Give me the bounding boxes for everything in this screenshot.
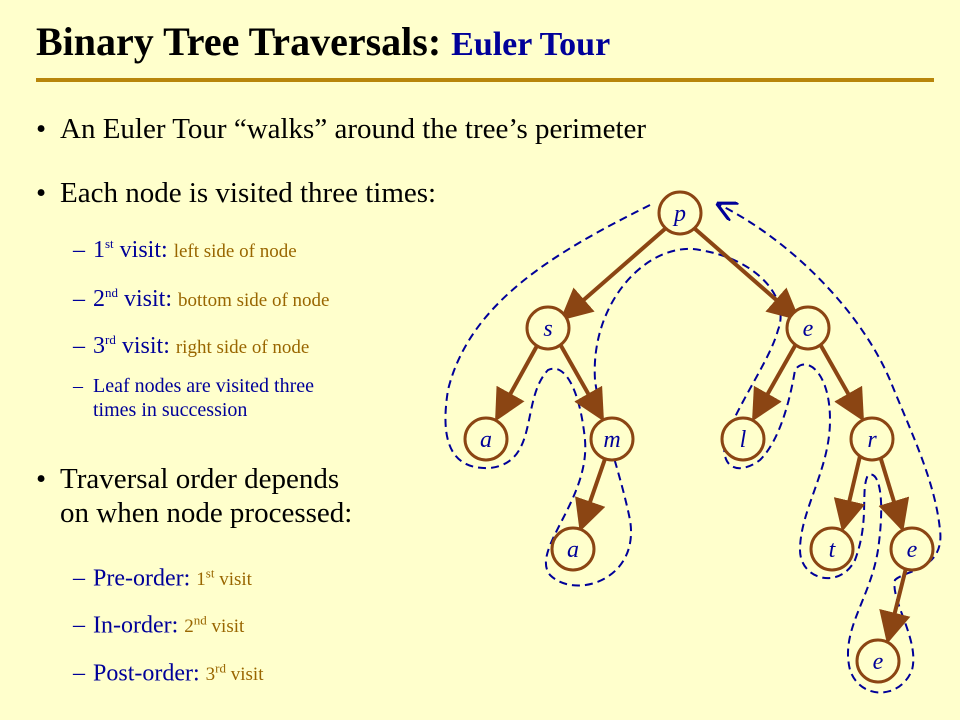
svg-text:e: e (907, 537, 918, 563)
order-post: –Post-order: 3rd visit (73, 660, 264, 687)
tree-edges (495, 226, 911, 644)
bullet-dot: • (36, 177, 47, 209)
edge-r-t (833, 455, 866, 532)
tree-node-t: t (809, 526, 855, 572)
edge-s-a (495, 343, 540, 422)
edge-e-e (879, 567, 911, 644)
svg-text:a: a (480, 427, 492, 453)
bullet-euler-tour: •An Euler Tour “walks” around the tree’s… (36, 113, 647, 145)
tree-node-e1: e (785, 305, 831, 351)
visit-third: –3rd visit: right side of node (73, 332, 310, 359)
svg-text:r: r (867, 427, 877, 453)
slide-title: Binary Tree Traversals: Euler Tour (36, 18, 610, 65)
tree-node-e2: e (889, 526, 935, 572)
euler-tour-path (444, 205, 942, 694)
bullet-visits: •Each node is visited three times: (36, 177, 437, 209)
visit-first: –1st visit: left side of node (73, 236, 297, 263)
title-main: Binary Tree Traversals: (36, 19, 442, 64)
order-pre: –Pre-order: 1st visit (73, 565, 252, 592)
edge-p-e (692, 226, 801, 321)
edge-s-m (558, 343, 604, 422)
svg-text:e: e (803, 316, 814, 342)
bullet-dot: • (36, 463, 47, 495)
tree-node-a2: a (550, 526, 596, 572)
svg-text:m: m (603, 427, 620, 453)
leaf-note: –Leaf nodes are visited three times in s… (73, 375, 315, 421)
svg-text:s: s (543, 316, 552, 342)
title-sub: Euler Tour (451, 26, 611, 63)
tree-node-a1: a (463, 416, 509, 462)
tree-node-p: p (657, 190, 703, 236)
tree-node-r: r (849, 416, 895, 462)
svg-text:a: a (567, 537, 579, 563)
tree-node-s: s (525, 305, 571, 351)
edge-p-s (559, 226, 668, 321)
edge-r-e (878, 455, 910, 532)
svg-text:l: l (740, 427, 747, 453)
edge-m-a (575, 455, 608, 532)
tree-node-m: m (589, 416, 635, 462)
bullet-dot: • (36, 113, 47, 145)
tree-node-e3: e (855, 638, 901, 684)
svg-text:e: e (873, 649, 884, 675)
visit-second: –2nd visit: bottom side of node (73, 285, 330, 312)
tree-node-l: l (720, 416, 766, 462)
edge-e-r (818, 343, 864, 422)
edge-e-l (752, 343, 798, 422)
svg-text:p: p (672, 201, 686, 227)
title-rule (36, 78, 934, 82)
svg-text:t: t (829, 537, 837, 563)
order-in: –In-order: 2nd visit (73, 612, 245, 639)
bullet-traversal-order: •Traversal order depends on when node pr… (36, 463, 353, 529)
